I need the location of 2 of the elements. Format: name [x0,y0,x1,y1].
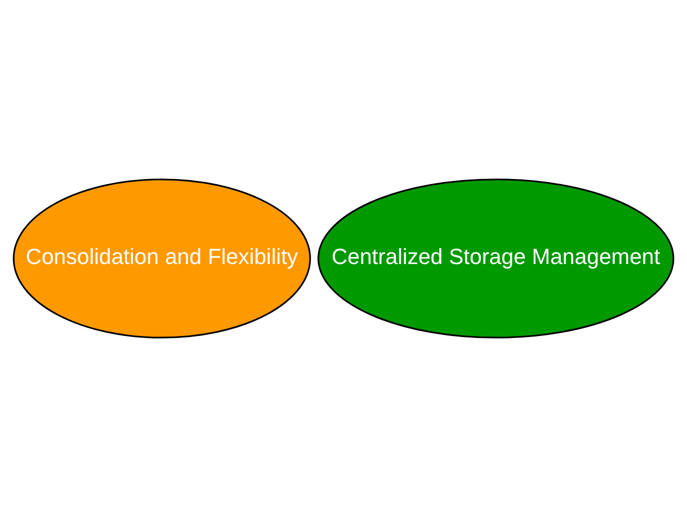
node-ellipse: Consolidation and Flexibility [12,178,311,338]
node-ellipse: Centralized Storage Management [318,178,674,338]
